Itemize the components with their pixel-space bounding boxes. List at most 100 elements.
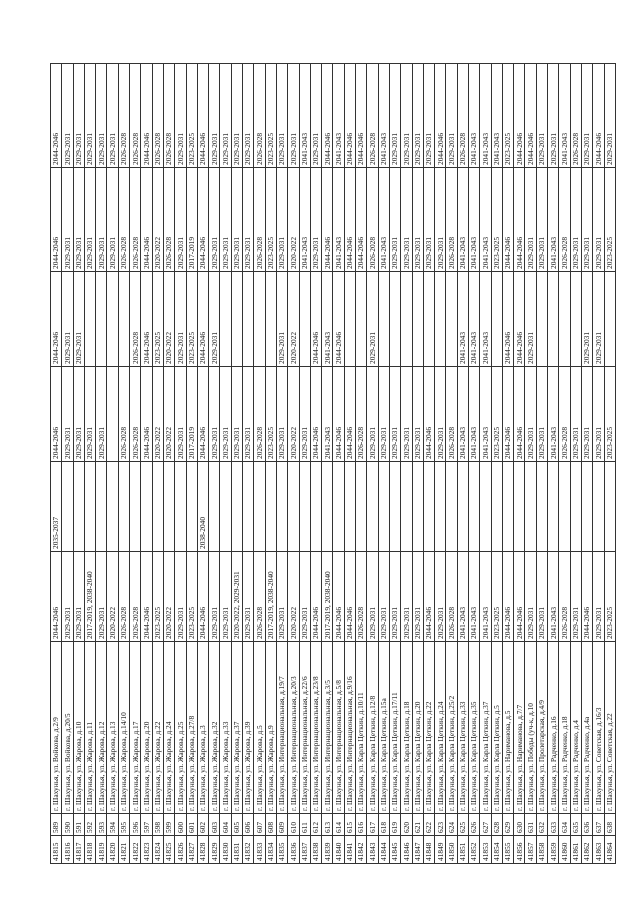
year-range-cell: 2023-2025 (491, 366, 503, 462)
year-range-cell (208, 461, 220, 552)
year-range-cell: 2044-2046 (332, 271, 345, 367)
year-range-cell: 2029-2031 (536, 63, 548, 168)
row-number-cell: 618 (378, 813, 390, 836)
year-range-cell (558, 271, 571, 367)
year-range-cell (242, 271, 254, 367)
year-range-cell: 2029-2031 (276, 551, 288, 642)
year-range-cell: 2041-2043 (491, 63, 503, 168)
row-number-cell: 634 (558, 813, 571, 836)
address-cell: г. Шахунья, ул. Карла Цеткин, д.15а (378, 641, 390, 814)
row-number-cell: 607 (253, 813, 266, 836)
year-range-cell: 2029-2031 (423, 167, 435, 272)
row-number-cell: 621 (412, 813, 424, 836)
year-range-cell: 2026-2028 (163, 167, 175, 272)
record-id-cell: 41848 (423, 835, 435, 864)
year-range-cell: 2029-2031 (219, 551, 232, 642)
year-range-cell (547, 461, 559, 552)
year-range-cell: 2029-2031 (412, 366, 424, 462)
year-range-cell: 2029-2031 (400, 63, 412, 168)
row-number-cell: 614 (332, 813, 345, 836)
year-range-cell: 2044-2046 (423, 551, 435, 642)
year-range-cell (84, 461, 96, 552)
year-range-cell: 2044-2046 (434, 63, 446, 168)
year-range-cell: 2041-2043 (457, 366, 469, 462)
year-range-cell: 2026-2028 (118, 366, 130, 462)
year-range-cell (389, 271, 401, 367)
year-range-cell (400, 271, 412, 367)
year-range-cell: 2023-2025 (186, 551, 198, 642)
year-range-cell: 2029-2031 (299, 366, 311, 462)
address-cell: г. Шахунья, ул. Жарова, д.11 (84, 641, 96, 814)
year-range-cell: 2035-2037 (50, 461, 62, 552)
year-range-cell: 2029-2031 (242, 551, 254, 642)
year-range-cell (95, 271, 107, 367)
record-id-cell: 41821 (118, 835, 130, 864)
year-range-cell (366, 461, 379, 552)
row-number-cell: 605 (231, 813, 243, 836)
year-range-cell: 2029-2031 (219, 63, 232, 168)
year-range-cell (400, 461, 412, 552)
year-range-cell: 2044-2046 (140, 551, 153, 642)
year-range-cell: 2029-2031 (434, 167, 446, 272)
year-range-cell: 2029-2031 (434, 551, 446, 642)
record-id-cell: 41840 (332, 835, 345, 864)
year-range-cell: 2029-2031 (592, 167, 605, 272)
record-id-cell: 41858 (536, 835, 548, 864)
year-range-cell: 2026-2028 (445, 167, 458, 272)
record-id-cell: 41838 (310, 835, 322, 864)
year-range-cell: 2041-2043 (479, 63, 492, 168)
year-range-cell: 2041-2043 (378, 63, 390, 168)
year-range-cell: 2029-2031 (276, 63, 288, 168)
record-id-cell: 41862 (581, 835, 593, 864)
address-cell: г. Шахунья, ул. Жарова, д.20 (140, 641, 153, 814)
row-number-cell: 599 (163, 813, 175, 836)
year-range-cell: 2044-2046 (423, 366, 435, 462)
address-cell: г. Шахунья, ул. Карла Цеткин, д.25/2 (445, 641, 458, 814)
year-range-cell: 2029-2031 (106, 63, 119, 168)
year-range-cell (445, 461, 458, 552)
year-range-cell (412, 271, 424, 367)
address-cell: г. Шахунья, ул. Жарова, д.10 (73, 641, 85, 814)
year-range-cell: 2020-2022 (287, 551, 300, 642)
year-range-cell: 2029-2031 (581, 167, 593, 272)
address-cell: г. Шахунья, ул. Карла Цеткин, д.22 (423, 641, 435, 814)
year-range-cell: 2023-2025 (491, 167, 503, 272)
row-number-cell: 592 (84, 813, 96, 836)
record-id-cell: 41852 (468, 835, 480, 864)
year-range-cell: 2020-2022 (287, 366, 300, 462)
year-range-cell: 2041-2043 (332, 167, 345, 272)
year-range-cell (321, 461, 333, 552)
record-id-cell: 41845 (389, 835, 401, 864)
year-range-cell (95, 461, 107, 552)
year-range-cell: 2026-2028 (129, 271, 141, 367)
year-range-cell (61, 461, 74, 552)
year-range-cell: 2044-2046 (140, 63, 153, 168)
year-range-cell: 2029-2031 (378, 551, 390, 642)
row-number-cell: 613 (321, 813, 333, 836)
year-range-cell: 2017-2019 (186, 167, 198, 272)
year-range-cell: 2029-2031 (366, 551, 379, 642)
year-range-cell: 2029-2031 (570, 167, 582, 272)
address-cell: г. Шахунья, ул. Жарова, д.25 (174, 641, 187, 814)
year-range-cell: 2044-2046 (140, 366, 153, 462)
year-range-cell (378, 461, 390, 552)
row-number-cell: 609 (276, 813, 288, 836)
year-range-cell: 2041-2043 (321, 366, 333, 462)
year-range-cell: 2026-2028 (355, 551, 367, 642)
record-id-cell: 41823 (140, 835, 153, 864)
year-range-cell: 2029-2031 (208, 366, 220, 462)
